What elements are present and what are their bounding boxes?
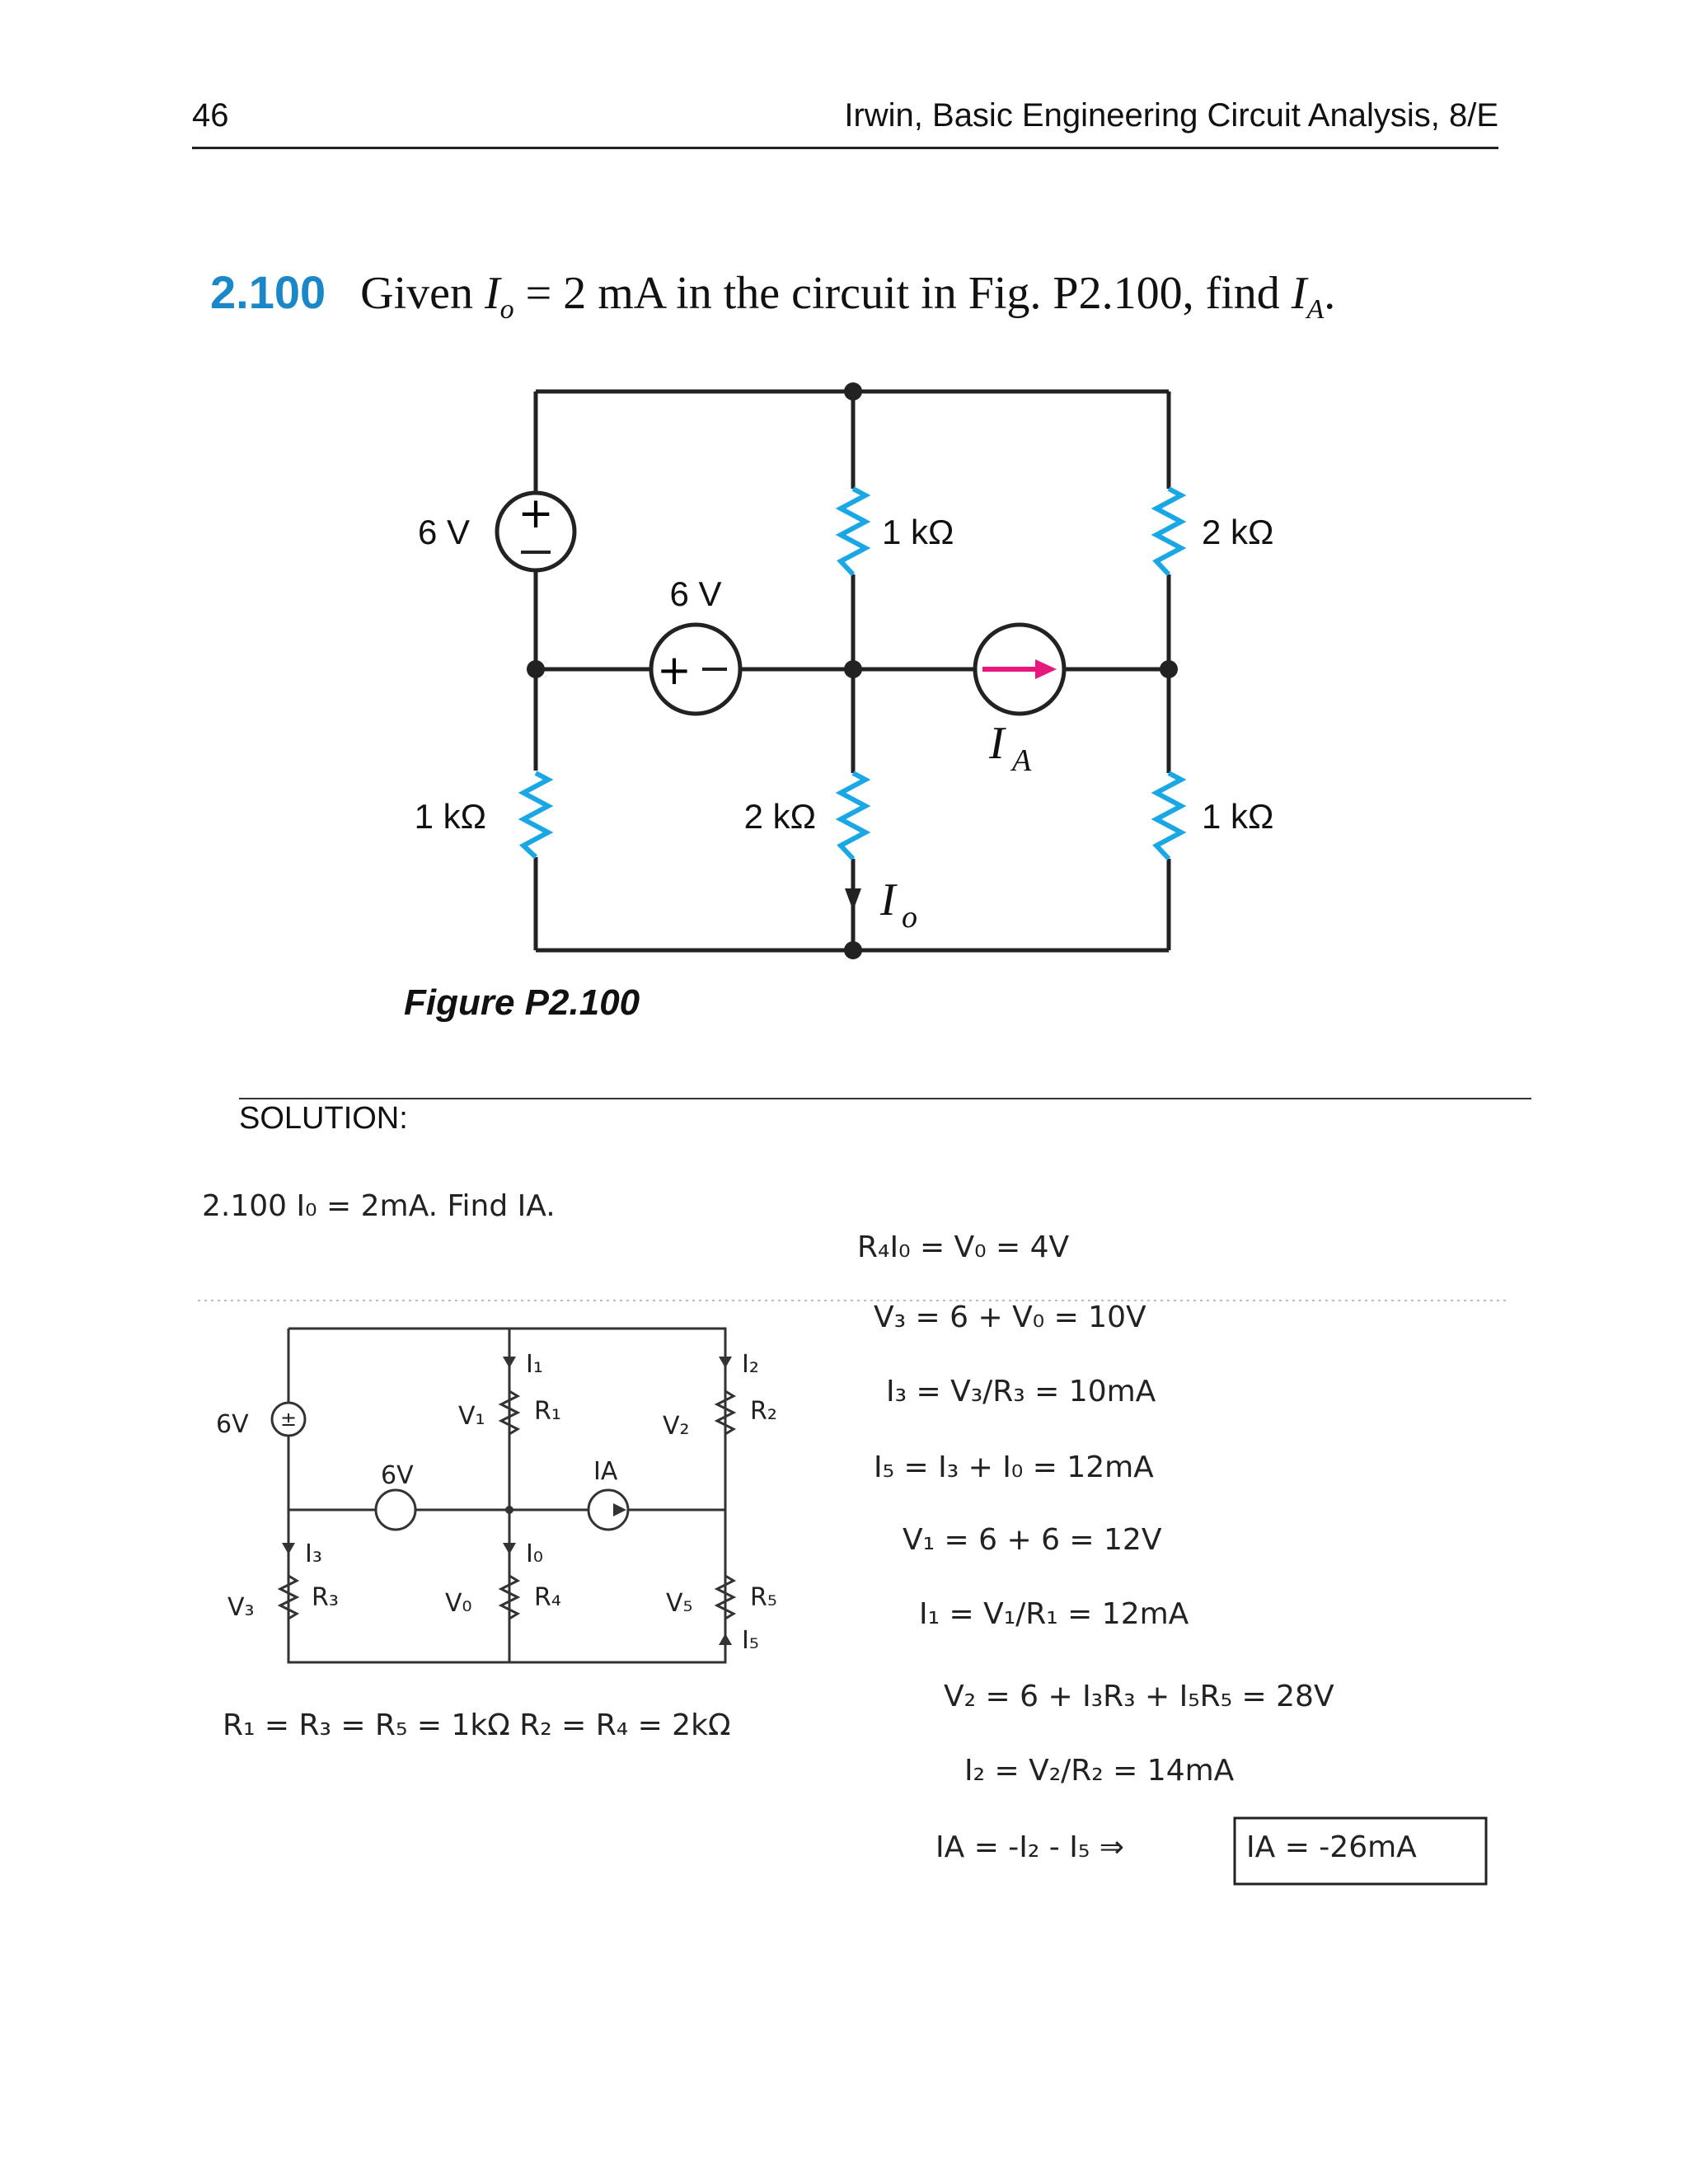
sketch-r2: R₂ xyxy=(750,1397,777,1426)
label-r-bot-left: 1 kΩ xyxy=(415,797,486,836)
sketch-r1: R₁ xyxy=(534,1397,561,1426)
step-2: V₃ = 6 + V₀ = 10V xyxy=(874,1301,1146,1334)
voltage-source-mid: + xyxy=(649,622,743,716)
sketch-v3: V₃ xyxy=(227,1593,255,1622)
sketch-v0: V₀ xyxy=(445,1589,472,1618)
sketch-v5: V₅ xyxy=(666,1589,693,1618)
label-r-bot-right: 1 kΩ xyxy=(1202,797,1273,836)
header-rule xyxy=(192,147,1498,149)
sketch-ia: IA xyxy=(593,1457,618,1486)
sketch-v2: V₂ xyxy=(663,1412,690,1441)
sketch-plus: ± xyxy=(280,1408,297,1431)
label-io-sub: o xyxy=(902,900,917,935)
io-sub: o xyxy=(499,294,514,326)
ia-sub: A xyxy=(1306,294,1325,326)
problem-middle: = 2 mA in the circuit in Fig. P2.100, fi… xyxy=(525,268,1280,319)
step-7: V₂ = 6 + I₃R₃ + I₅R₅ = 28V xyxy=(944,1680,1334,1713)
resistor-bot-mid xyxy=(835,771,871,861)
figure-caption: Figure P2.100 xyxy=(404,982,640,1023)
answer: IA = -26mA xyxy=(1246,1830,1417,1864)
sketch-i2: I₂ xyxy=(742,1350,759,1379)
sketch-src-left: 6V xyxy=(216,1410,249,1439)
resistors xyxy=(518,486,1187,861)
step-4: I₅ = I₃ + I₀ = 12mA xyxy=(874,1451,1154,1484)
circuit-nodes xyxy=(527,382,1178,959)
sketch-i1: I₁ xyxy=(526,1350,543,1379)
solution-intro: 2.100 I₀ = 2mA. Find IA. xyxy=(202,1189,556,1223)
running-title: Irwin, Basic Engineering Circuit Analysi… xyxy=(844,97,1498,134)
problem-given: Given xyxy=(360,268,473,319)
label-r-top-right: 2 kΩ xyxy=(1202,513,1273,551)
sketch-v1: V₁ xyxy=(458,1402,485,1431)
step-5: V₁ = 6 + 6 = 12V xyxy=(903,1523,1162,1557)
sketch-r3: R₃ xyxy=(312,1583,339,1612)
io-symbol: I xyxy=(485,268,500,319)
problem-number: 2.100 xyxy=(210,266,326,318)
sketch-sources xyxy=(270,1401,630,1531)
step-8: I₂ = V₂/R₂ = 14mA xyxy=(964,1754,1235,1788)
answer-box xyxy=(1233,1816,1488,1886)
solution-label: SOLUTION: xyxy=(239,1101,408,1136)
io-arrow xyxy=(845,888,861,911)
voltage-source-left: + xyxy=(495,489,577,573)
step-6: I₁ = V₁/R₁ = 12mA xyxy=(919,1597,1189,1631)
sketch-i0: I₀ xyxy=(526,1540,543,1568)
sketch-src-mid: 6V xyxy=(381,1461,414,1490)
label-r-bot-mid: 2 kΩ xyxy=(744,797,816,836)
problem-statement: 2.100 Given Io = 2 mA in the circuit in … xyxy=(210,265,1335,326)
label-ia-sub: A xyxy=(1010,743,1032,778)
label-src-top-left: 6 V xyxy=(418,513,470,551)
label-io: I xyxy=(879,874,898,926)
component-values: R₁ = R₃ = R₅ = 1kΩ R₂ = R₄ = 2kΩ xyxy=(223,1708,730,1742)
problem-end: . xyxy=(1324,268,1336,319)
svg-text:+: + xyxy=(518,489,554,538)
ia-symbol: I xyxy=(1291,268,1307,319)
svg-text:+: + xyxy=(657,646,692,694)
sketch-r5: R₅ xyxy=(750,1583,777,1612)
sketch-nodes xyxy=(282,1357,732,1645)
label-r-top-mid: 1 kΩ xyxy=(882,513,954,551)
label-src-mid: 6 V xyxy=(669,574,721,613)
solution-rule xyxy=(239,1098,1531,1099)
step-3: I₃ = V₃/R₃ = 10mA xyxy=(886,1375,1156,1408)
resistor-top-mid xyxy=(835,486,871,577)
sketch-i3: I₃ xyxy=(305,1540,322,1568)
label-ia: I xyxy=(988,718,1006,769)
resistor-top-right xyxy=(1151,486,1187,577)
current-source-ia xyxy=(973,622,1067,716)
page-number: 46 xyxy=(192,97,229,134)
sketch-i5: I₅ xyxy=(742,1626,759,1655)
step-1: R₄I₀ = V₀ = 4V xyxy=(857,1230,1070,1264)
sketch-r4: R₄ xyxy=(534,1583,561,1612)
resistor-bot-right xyxy=(1151,771,1187,861)
step-9: IA = -I₂ - I₅ ⇒ xyxy=(935,1830,1124,1864)
resistor-bot-left xyxy=(518,771,554,860)
